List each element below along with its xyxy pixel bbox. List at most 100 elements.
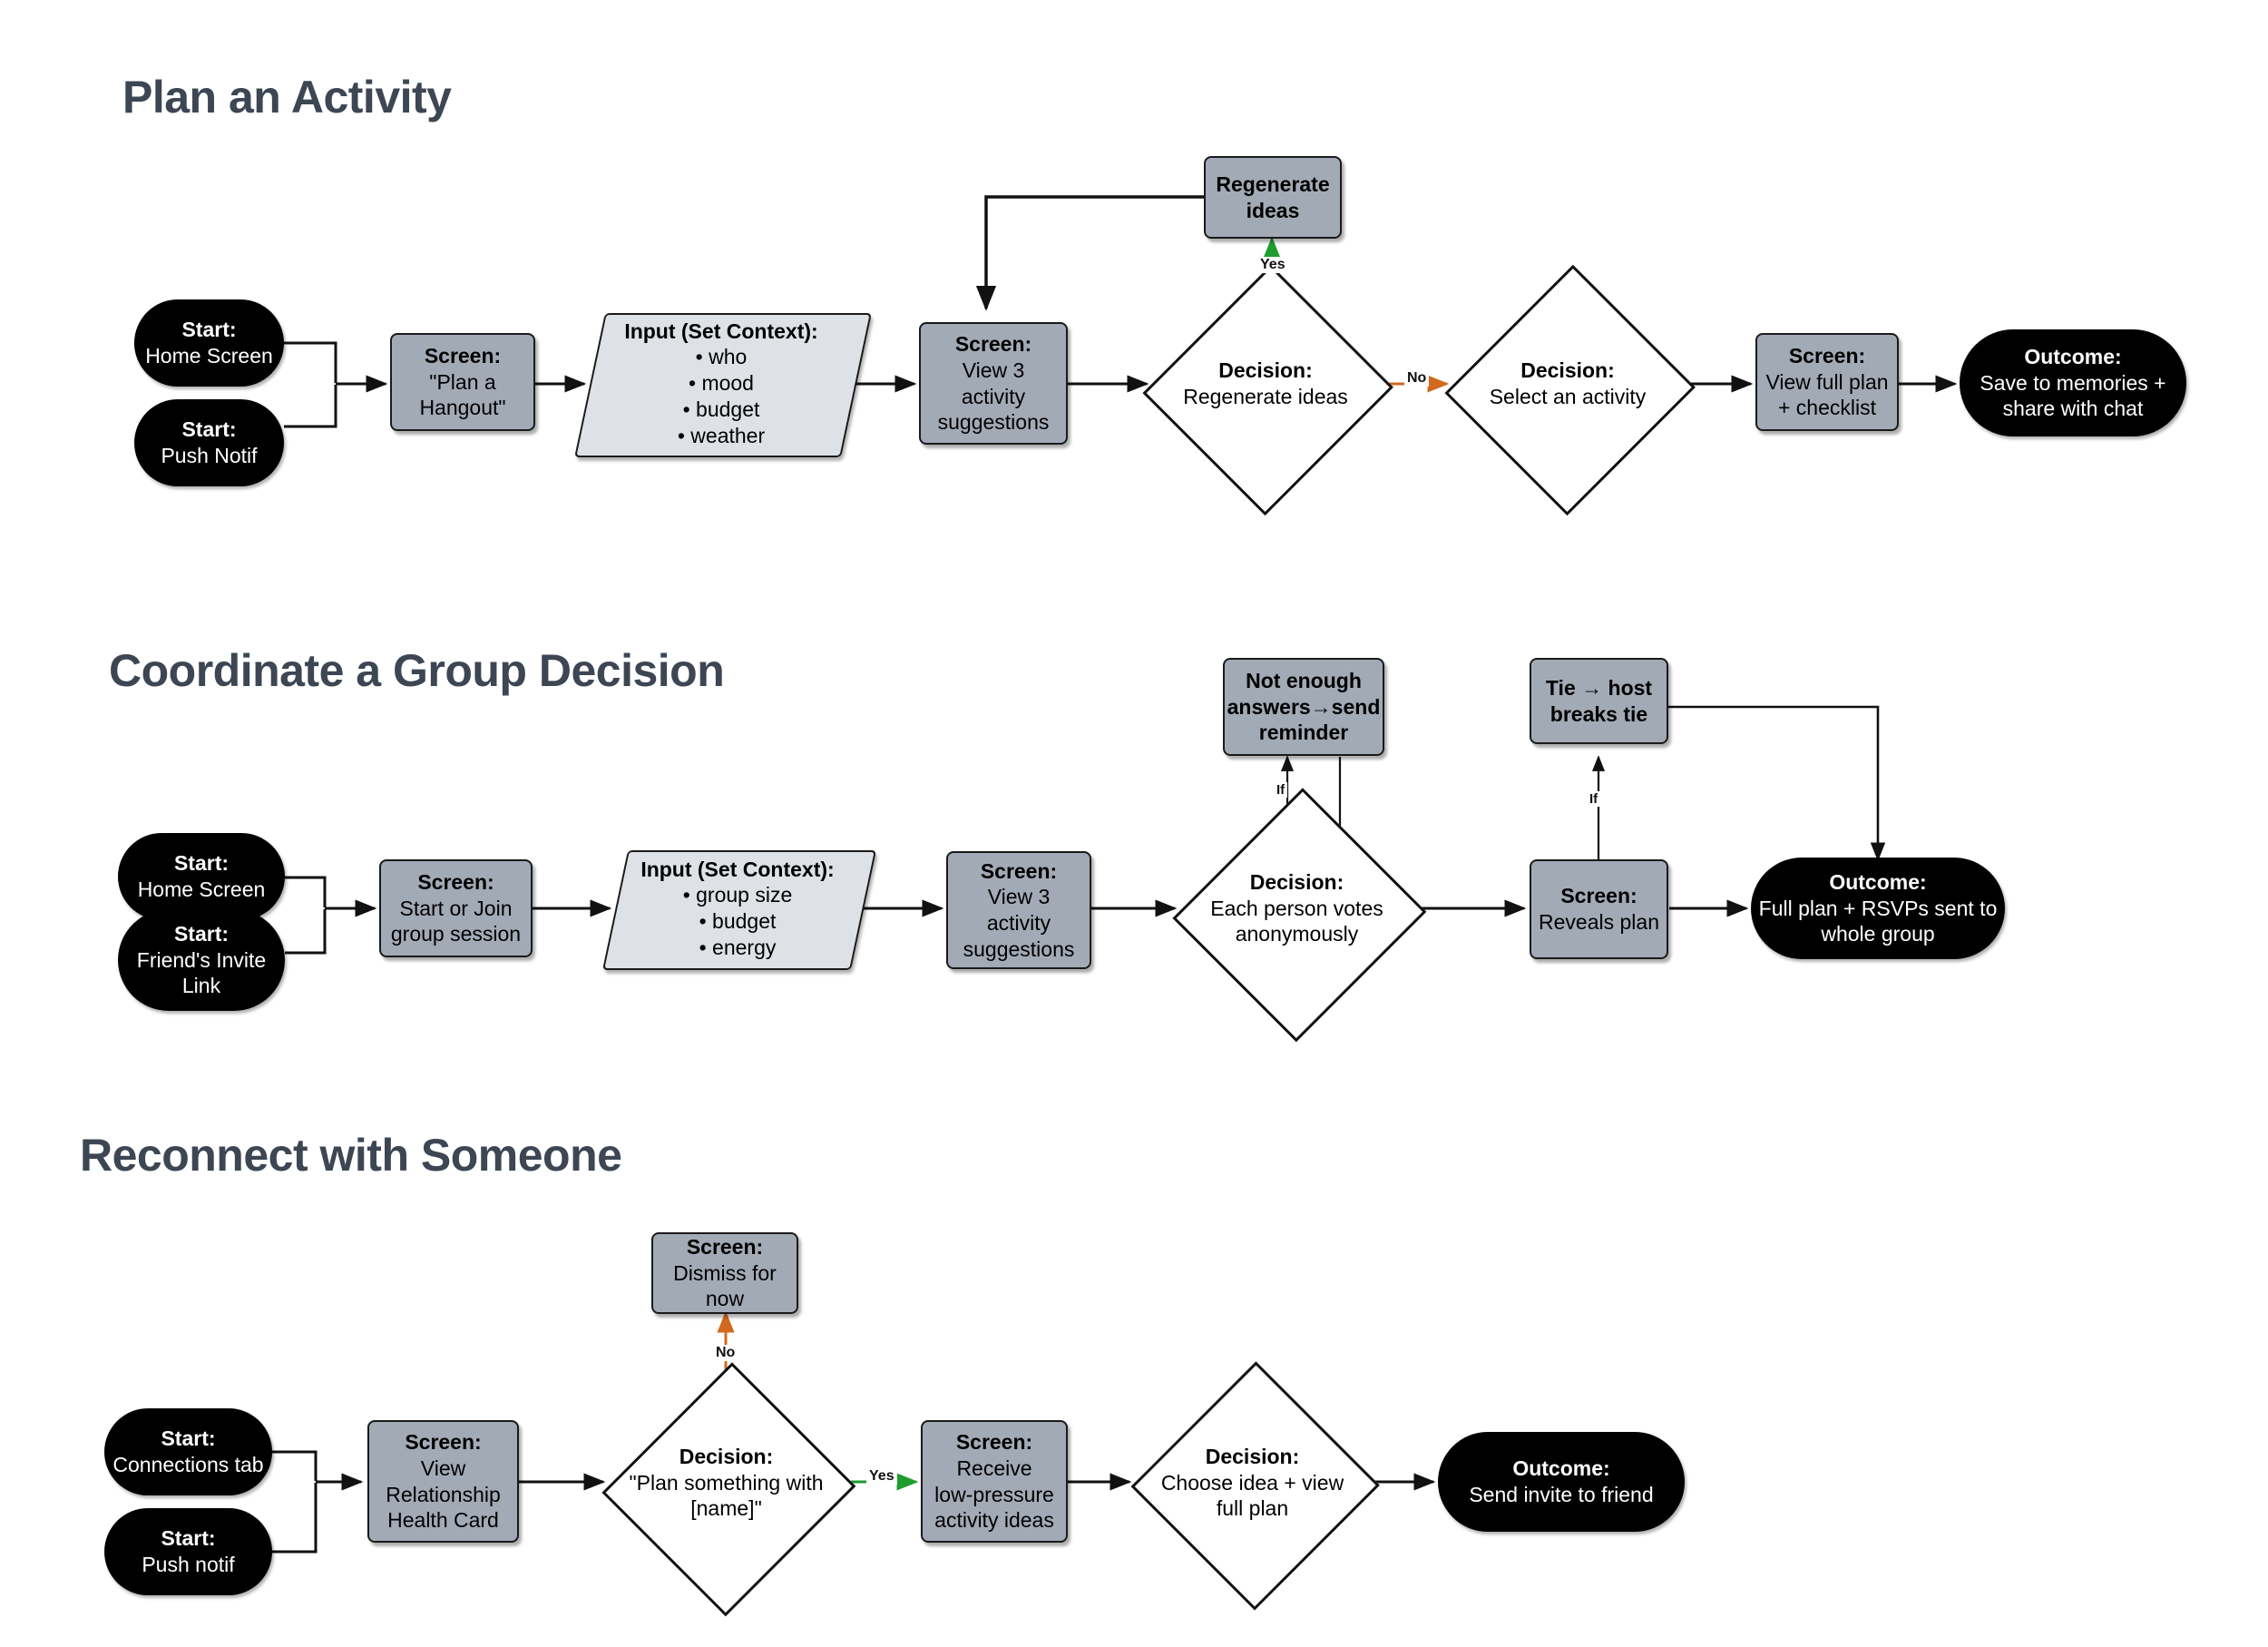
node-line-3: Link <box>181 974 221 998</box>
node-line-2: View full plan <box>1765 369 1889 394</box>
node-line-1: Decision: <box>1520 358 1615 382</box>
node-line-2: View 3 <box>962 358 1025 382</box>
node-decision-select-an-activity[interactable]: Decision: Select an activity <box>1444 259 1696 516</box>
input-bullet: • budget <box>682 397 760 421</box>
node-input-set-context-activity[interactable]: Input (Set Context): • who • mood • budg… <box>574 313 872 457</box>
node-line-2: Choose idea + view <box>1160 1470 1344 1495</box>
node-line-3: [name]" <box>690 1496 762 1521</box>
node-screen-dismiss-for-now[interactable]: Screen: Dismiss for now <box>651 1232 798 1314</box>
node-line-1: Outcome: <box>1829 869 1927 894</box>
node-screen-start-or-join-group-session[interactable]: Screen: Start or Join group session <box>379 859 533 957</box>
node-line-1: Screen: <box>980 858 1058 883</box>
node-line-1: Decision: <box>1249 869 1344 894</box>
edge-label-no-regenerate: No <box>1404 370 1430 387</box>
node-line-2: Save to memories + <box>1980 370 2166 395</box>
node-decision-plan-something-with-name[interactable]: Decision: "Plan something with [name]" <box>601 1357 856 1617</box>
node-line-3: Hangout" <box>419 396 506 420</box>
node-reconnect-start-push-notif[interactable]: Start: Push notif <box>104 1508 272 1595</box>
node-line-1: Decision: <box>679 1444 774 1468</box>
node-line-2: Push Notif <box>161 444 258 467</box>
node-line-2: Receive <box>956 1456 1032 1480</box>
node-line-3: whole group <box>1821 922 1935 946</box>
node-tie-host-breaks-tie[interactable]: Tie → host breaks tie <box>1530 658 1668 744</box>
node-outcome-full-plan-rsvps[interactable]: Outcome: Full plan + RSVPs sent to whole… <box>1751 858 2005 959</box>
node-line-1: Regenerate <box>1216 172 1330 196</box>
node-line-2: Reveals plan <box>1539 910 1659 934</box>
node-line-1: Screen: <box>1788 343 1866 368</box>
node-screen-receive-low-pressure-activity-ideas[interactable]: Screen: Receive low-pressure activity id… <box>921 1420 1068 1543</box>
node-line-2: Connections tab <box>112 1453 264 1476</box>
node-screen-reveals-plan[interactable]: Screen: Reveals plan <box>1530 859 1668 959</box>
node-line-1: Start: <box>181 417 237 442</box>
node-line-1: Screen: <box>405 1430 482 1454</box>
node-line-3: low-pressure <box>934 1482 1054 1506</box>
node-screen-view-3-activity-suggestions[interactable]: Screen: View 3 activity suggestions <box>919 322 1068 445</box>
node-regenerate-ideas[interactable]: Regenerate ideas <box>1204 156 1342 239</box>
node-line-2: ideas <box>1246 198 1300 222</box>
node-line-1: Screen: <box>424 343 502 368</box>
node-screen-plan-a-hangout[interactable]: Screen: "Plan a Hangout" <box>390 333 535 431</box>
section-title-reconnect-with-someone: Reconnect with Someone <box>80 1130 622 1181</box>
node-decision-regenerate-ideas[interactable]: Decision: Regenerate ideas <box>1142 259 1394 516</box>
node-line-4: suggestions <box>937 410 1050 435</box>
node-line-1: Start: <box>173 851 230 876</box>
node-line-2: breaks tie <box>1549 701 1648 726</box>
node-line-2: "Plan a <box>429 369 496 394</box>
edge-label-no-dismiss: No <box>713 1345 738 1361</box>
node-line-1: Screen: <box>686 1234 764 1259</box>
node-line-1: Outcome: <box>2024 344 2122 368</box>
node-line-2: Send invite to friend <box>1469 1483 1654 1506</box>
node-line-4: suggestions <box>963 936 1075 961</box>
node-line-1: Not enough <box>1246 668 1362 692</box>
input-bullet: • budget <box>699 909 777 933</box>
node-group-start-friends-invite-link[interactable]: Start: Friend's Invite Link <box>118 909 285 1011</box>
edge-label-if-tie: If <box>1587 791 1601 807</box>
node-line-2: answers→send <box>1227 694 1381 719</box>
node-line-1: Tie → host <box>1545 675 1653 700</box>
input-bullet-list: • group size • budget • energy <box>640 882 834 960</box>
node-line-1: Input (Set Context): <box>624 319 818 343</box>
node-decision-each-person-votes-anonymously[interactable]: Decision: Each person votes anonymously <box>1172 782 1427 1043</box>
node-line-1: Screen: <box>1560 884 1637 908</box>
node-line-2: Friend's Invite <box>136 947 267 972</box>
node-screen-view-relationship-health-card[interactable]: Screen: View Relationship Health Card <box>367 1420 519 1543</box>
input-bullet: • energy <box>699 935 777 959</box>
edge-label-if-reminder: If <box>1274 782 1288 798</box>
node-not-enough-answers-send-reminder[interactable]: Not enough answers→send reminder <box>1223 658 1384 756</box>
node-line-1: Decision: <box>1218 358 1313 382</box>
node-line-3: reminder <box>1258 721 1349 745</box>
node-decision-choose-idea-view-full-plan[interactable]: Decision: Choose idea + view full plan <box>1130 1361 1380 1612</box>
edge-label-yes-regenerate: Yes <box>1257 257 1288 273</box>
node-group-screen-view-3-activity-suggestions[interactable]: Screen: View 3 activity suggestions <box>946 851 1091 969</box>
node-input-set-context-group[interactable]: Input (Set Context): • group size • budg… <box>601 850 877 970</box>
node-line-3: Relationship <box>386 1482 501 1506</box>
node-line-1: Start: <box>173 921 230 946</box>
node-outcome-save-to-memories[interactable]: Outcome: Save to memories + share with c… <box>1960 329 2186 436</box>
node-line-2: View <box>420 1456 466 1480</box>
node-line-2: Regenerate ideas <box>1183 384 1348 408</box>
node-line-1: Screen: <box>417 869 494 894</box>
node-line-1: Outcome: <box>1512 1456 1610 1481</box>
node-line-3: now <box>705 1287 745 1311</box>
node-line-3: + checklist <box>1777 396 1876 420</box>
node-outcome-send-invite-to-friend[interactable]: Outcome: Send invite to friend <box>1438 1432 1685 1532</box>
node-line-2: Start or Join <box>399 896 513 920</box>
node-line-1: Start: <box>161 1426 216 1451</box>
input-bullet: • who <box>695 345 748 369</box>
node-line-1: Decision: <box>1205 1444 1300 1468</box>
node-line-1: Screen: <box>955 1430 1033 1454</box>
node-start-connections-tab[interactable]: Start: Connections tab <box>104 1408 272 1495</box>
edge-label-yes-low-pressure: Yes <box>866 1468 897 1485</box>
input-bullet: • weather <box>677 423 766 447</box>
node-line-2: Full plan + RSVPs sent to <box>1758 896 1998 920</box>
node-line-4: activity ideas <box>934 1508 1054 1533</box>
node-line-3: group session <box>390 922 522 946</box>
node-start-home-screen[interactable]: Start: Home Screen <box>134 299 284 387</box>
node-screen-view-full-plan-checklist[interactable]: Screen: View full plan + checklist <box>1755 333 1899 431</box>
node-start-push-notif[interactable]: Start: Push Notif <box>134 399 284 486</box>
node-line-1: Start: <box>161 1526 216 1551</box>
node-line-4: Health Card <box>387 1508 499 1533</box>
node-line-2: Dismiss for <box>673 1260 777 1285</box>
input-bullet: • mood <box>689 371 754 396</box>
node-group-start-home-screen[interactable]: Start: Home Screen <box>118 833 285 920</box>
